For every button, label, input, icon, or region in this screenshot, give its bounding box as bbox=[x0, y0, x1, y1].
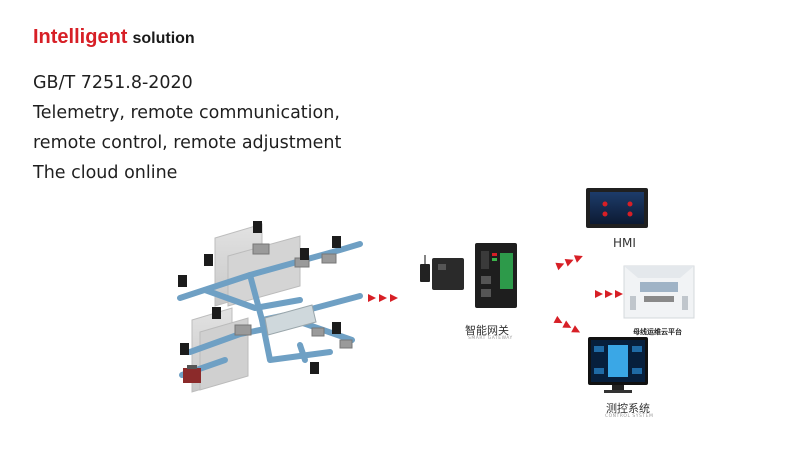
page-heading: Intelligent solution bbox=[33, 26, 195, 49]
flow-arrows bbox=[368, 255, 623, 333]
arrow-to-gateway bbox=[368, 294, 398, 302]
cloud-platform-room bbox=[623, 265, 695, 319]
feature-list: GB/T 7251.8-2020 Telemetry, remote commu… bbox=[33, 68, 341, 188]
gateway-label: 智能网关 bbox=[465, 324, 509, 337]
arrow-to-cloud bbox=[595, 290, 623, 298]
smart-gateway-device bbox=[420, 243, 517, 308]
feature-line-standard: GB/T 7251.8-2020 bbox=[33, 73, 193, 93]
hmi-label: HMI bbox=[613, 236, 636, 250]
hmi-panel bbox=[586, 188, 648, 228]
busway-installation bbox=[177, 221, 363, 393]
feature-line-cloud: The cloud online bbox=[33, 163, 178, 183]
monitoring-sublabel: CONTROL SYSTEM bbox=[605, 414, 654, 419]
arrow-to-hmi bbox=[555, 255, 583, 271]
feature-line-telemetry: Telemetry, remote communication, bbox=[33, 103, 340, 123]
feature-line-control: remote control, remote adjustment bbox=[33, 133, 342, 153]
monitoring-label: 测控系统 bbox=[606, 402, 650, 415]
heading-accent: Intelligent bbox=[33, 26, 128, 48]
heading-rest: solution bbox=[132, 30, 195, 47]
arrow-to-monitoring bbox=[553, 315, 581, 333]
gateway-sublabel: SMART GATEWAY bbox=[468, 336, 513, 341]
cloud-platform-label: 母线运维云平台 bbox=[633, 328, 682, 336]
monitoring-system-screen bbox=[588, 337, 648, 393]
